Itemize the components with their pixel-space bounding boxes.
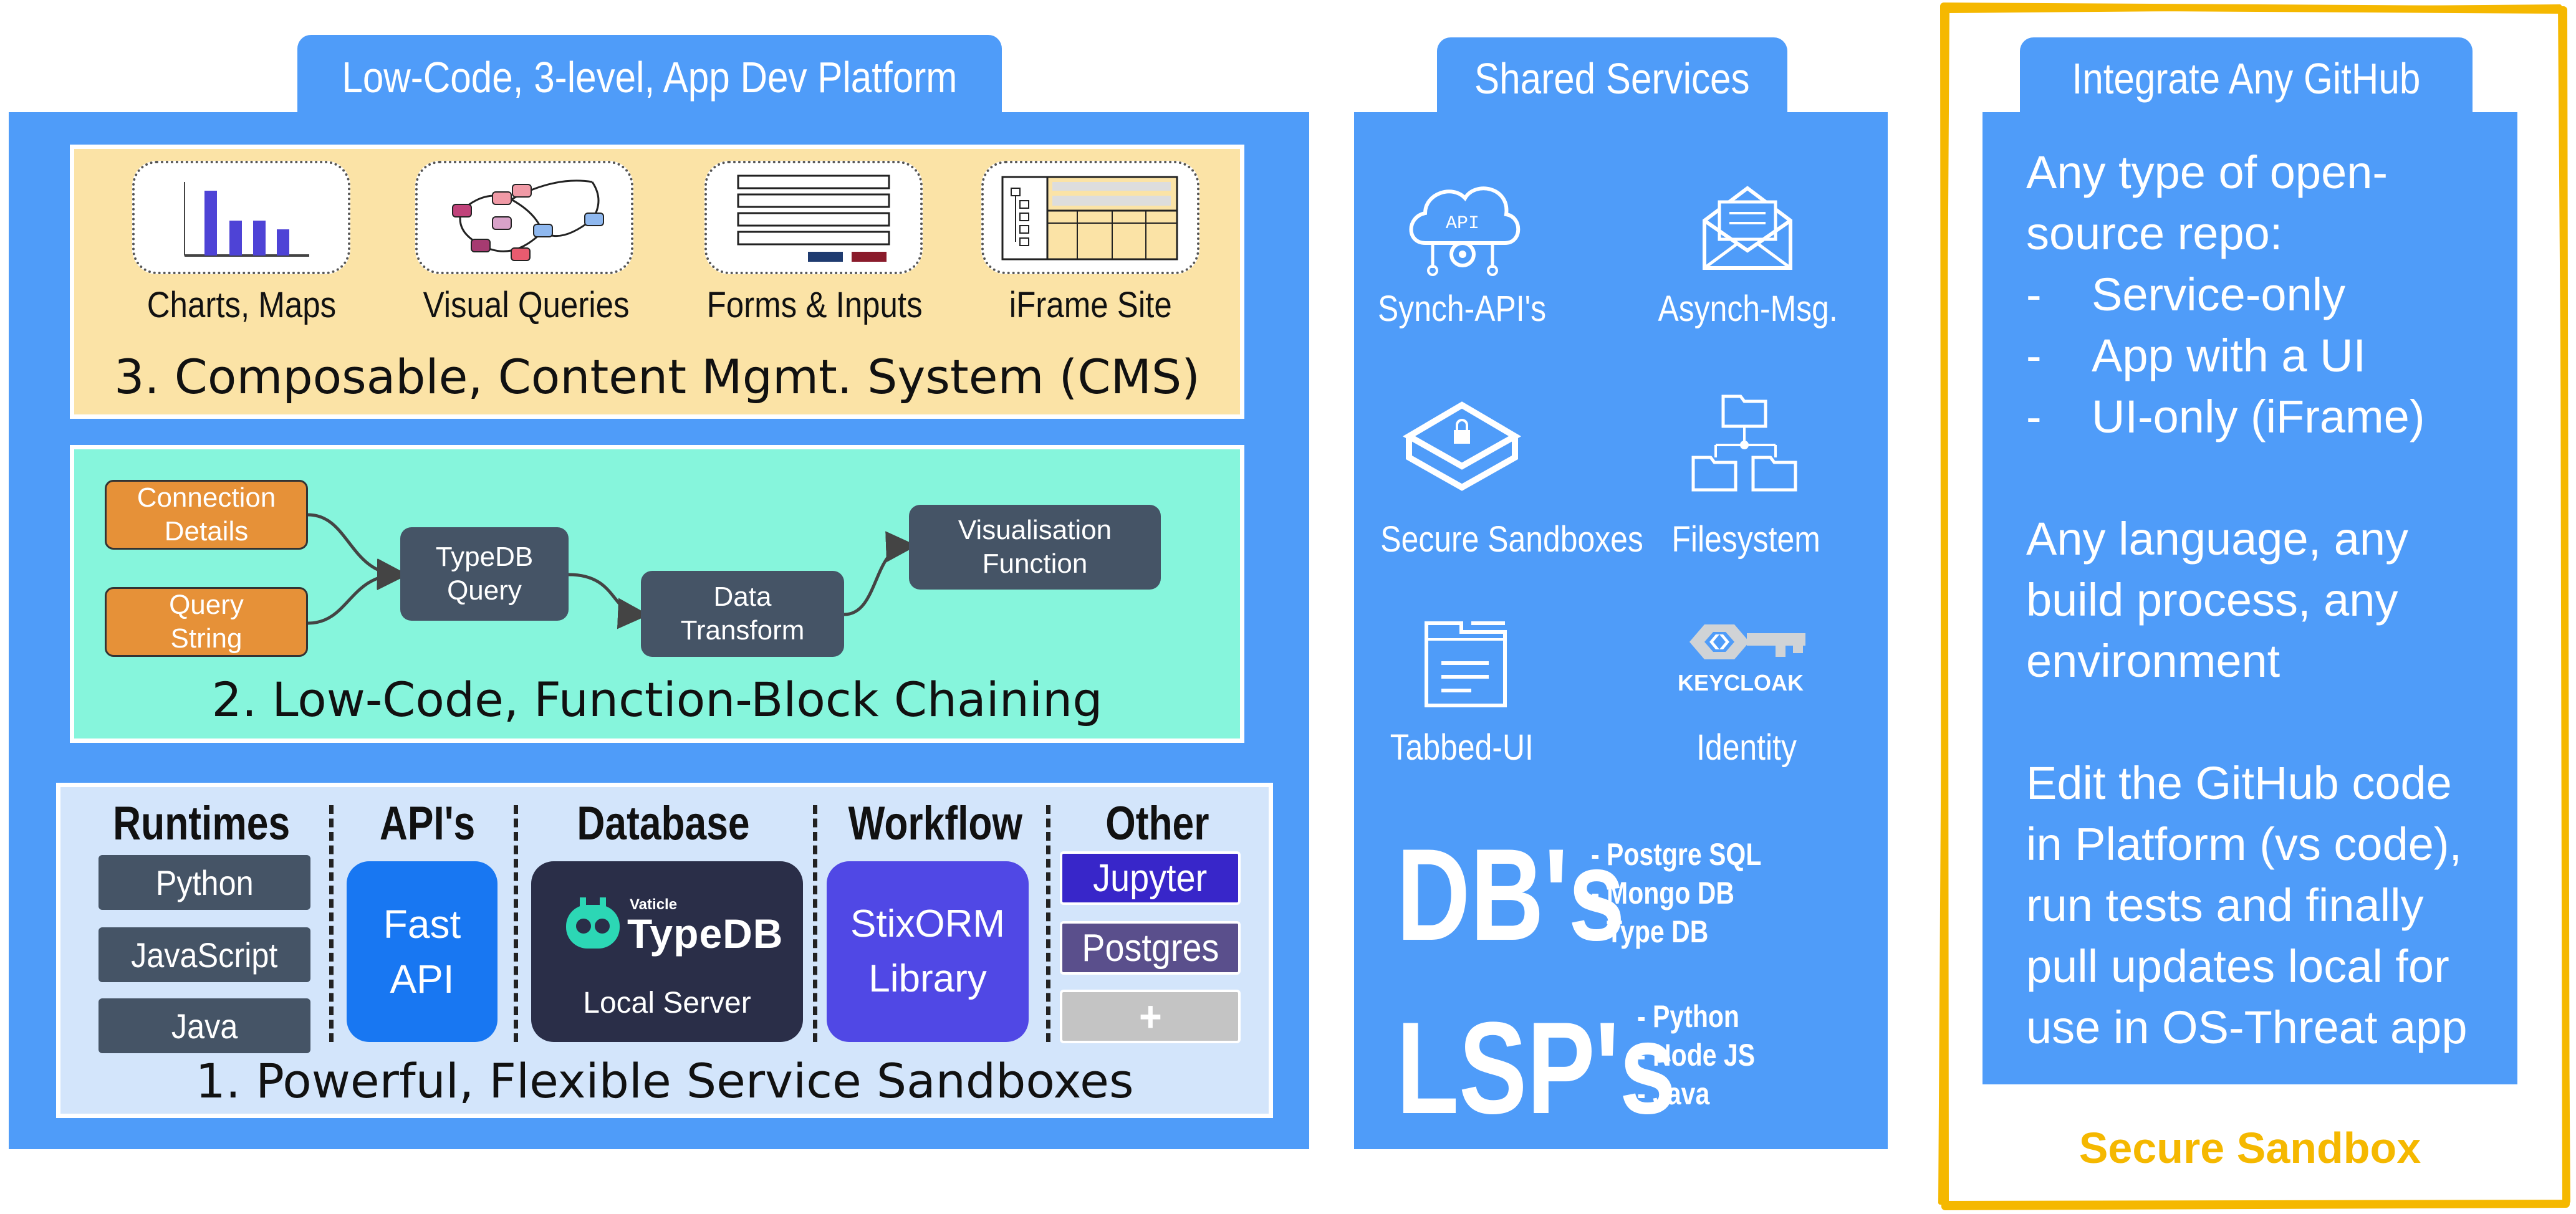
- graph-network-icon: [452, 179, 604, 261]
- lsp-list-item: - Python: [1637, 999, 1739, 1034]
- python-runtime[interactable]: Python: [99, 855, 310, 910]
- jupyter-service[interactable]: Jupyter: [1060, 851, 1241, 905]
- tab-shared-services: Shared Services: [1437, 37, 1787, 120]
- javascript-runtime[interactable]: JavaScript: [99, 927, 310, 982]
- database-heading: Database: [577, 797, 750, 850]
- secure-sandboxes-label: Secure Sandboxes: [1380, 519, 1643, 560]
- bullet-item: -UI-only (iFrame): [2026, 391, 2425, 442]
- workflow-heading: Workflow: [848, 797, 1022, 850]
- query-string-block[interactable]: Query String: [105, 587, 308, 657]
- shared-services-tab-label: Shared Services: [1474, 54, 1750, 103]
- cms-level-title: 3. Composable, Content Mgmt. System (CMS…: [114, 349, 1200, 404]
- column-divider: [514, 805, 518, 1042]
- edit-line: Edit the GitHub code: [2026, 757, 2452, 809]
- typedb-brand: TypeDB: [627, 911, 784, 957]
- tabbed-ui-label: Tabbed-UI: [1390, 727, 1534, 768]
- lsp-list-item: - Java: [1637, 1076, 1710, 1111]
- db-list-item: - Type DB: [1591, 914, 1709, 949]
- sandbox-lock-icon: [1402, 401, 1522, 491]
- language-line: environment: [2026, 635, 2280, 687]
- envelope-icon: [1703, 186, 1792, 270]
- edit-line: use in OS-Threat app: [2026, 1001, 2468, 1053]
- secure-sandbox-caption: Secure Sandbox: [2079, 1124, 2421, 1172]
- runtimes-heading: Runtimes: [113, 797, 291, 850]
- sandboxes-level-title: 1. Powerful, Flexible Service Sandboxes: [195, 1053, 1134, 1109]
- stixorm-library-service[interactable]: StixORM Library: [827, 861, 1029, 1042]
- add-service-button[interactable]: +: [1060, 990, 1241, 1043]
- secure-sandbox-border: [1938, 2, 2570, 1210]
- charts-maps-card[interactable]: [132, 161, 350, 274]
- integrate-github-body: Any type of open- source repo: -Service-…: [2026, 142, 2512, 1058]
- integrate-github-panel: [1982, 112, 2517, 1084]
- filesystem-label: Filesystem: [1671, 519, 1821, 560]
- data-transform-block[interactable]: Data Transform: [641, 571, 844, 657]
- intro-line: Any type of open-: [2026, 146, 2388, 198]
- language-line: Any language, any: [2026, 513, 2409, 565]
- cloud-api-icon: API: [1409, 186, 1521, 276]
- typedb-query-block[interactable]: TypeDB Query: [400, 527, 569, 621]
- column-divider: [813, 805, 817, 1042]
- tabbed-ui-icon: [1425, 621, 1507, 707]
- typedb-subtitle: Local Server: [583, 987, 751, 1020]
- lsps-heading: LSP's: [1396, 995, 1676, 1141]
- card-label-visual-queries: Visual Queries: [423, 285, 630, 325]
- form-icon: [737, 174, 890, 262]
- api-icon-text: API: [1446, 213, 1479, 234]
- integrate-github-tab-label: Integrate Any GitHub: [2072, 54, 2421, 103]
- typedb-logo-icon: [562, 896, 623, 952]
- iframe-page-icon: [1001, 176, 1178, 260]
- lsps-list: - Python - Node JS - Java: [1637, 997, 1781, 1113]
- edit-line: pull updates local for: [2026, 940, 2449, 992]
- card-label-forms: Forms & Inputs: [706, 285, 923, 325]
- visualisation-function-block[interactable]: Visualisation Function: [909, 505, 1161, 590]
- other-heading: Other: [1105, 797, 1209, 850]
- dbs-heading: DB's: [1396, 821, 1625, 968]
- shared-services-panel: [1354, 112, 1888, 1149]
- chaining-level-title: 2. Low-Code, Function-Block Chaining: [211, 672, 1103, 727]
- iframe-site-card[interactable]: [981, 161, 1199, 274]
- synch-apis-label: Synch-API's: [1377, 289, 1547, 329]
- lsp-list-item: - Node JS: [1637, 1038, 1756, 1073]
- java-runtime[interactable]: Java: [99, 998, 310, 1053]
- bullet-item: -Service-only: [2026, 269, 2346, 320]
- keycloak-icon: KEYCLOAK: [1678, 624, 1805, 695]
- edit-line: run tests and finally: [2026, 879, 2424, 931]
- bar-chart-icon: [184, 182, 309, 257]
- tab-integrate-github: Integrate Any GitHub: [2020, 37, 2473, 120]
- keycloak-icon-text: KEYCLOAK: [1678, 670, 1804, 695]
- postgres-service[interactable]: Postgres: [1060, 921, 1241, 975]
- typedb-local-server[interactable]: Vaticle TypeDB Local Server: [531, 861, 803, 1042]
- low-code-tab-label: Low-Code, 3-level, App Dev Platform: [342, 53, 958, 102]
- card-label-charts: Charts, Maps: [147, 285, 336, 325]
- card-label-iframe: iFrame Site: [1009, 285, 1172, 325]
- edit-line: in Platform (vs code),: [2026, 818, 2463, 870]
- forms-inputs-card[interactable]: [704, 161, 923, 274]
- db-list-item: - Mongo DB: [1591, 876, 1734, 911]
- identity-label: Identity: [1696, 727, 1797, 768]
- db-list-item: - Postgre SQL: [1591, 837, 1762, 872]
- folder-tree-icon: [1691, 394, 1797, 492]
- intro-line: source repo:: [2026, 208, 2283, 259]
- connection-details-block[interactable]: Connection Details: [105, 480, 308, 550]
- apis-heading: API's: [380, 797, 476, 850]
- column-divider: [1046, 805, 1050, 1042]
- fastapi-service[interactable]: Fast API: [347, 861, 497, 1042]
- tab-low-code-platform: Low-Code, 3-level, App Dev Platform: [297, 35, 1002, 120]
- asynch-msg-label: Asynch-Msg.: [1658, 289, 1838, 329]
- bullet-item: -App with a UI: [2026, 330, 2367, 381]
- column-divider: [329, 805, 334, 1042]
- visual-queries-card[interactable]: [415, 161, 633, 274]
- language-line: build process, any: [2026, 574, 2398, 626]
- typedb-brand-small: Vaticle: [630, 896, 678, 913]
- dbs-list: - Postgre SQL - Mongo DB - Type DB: [1591, 835, 1799, 951]
